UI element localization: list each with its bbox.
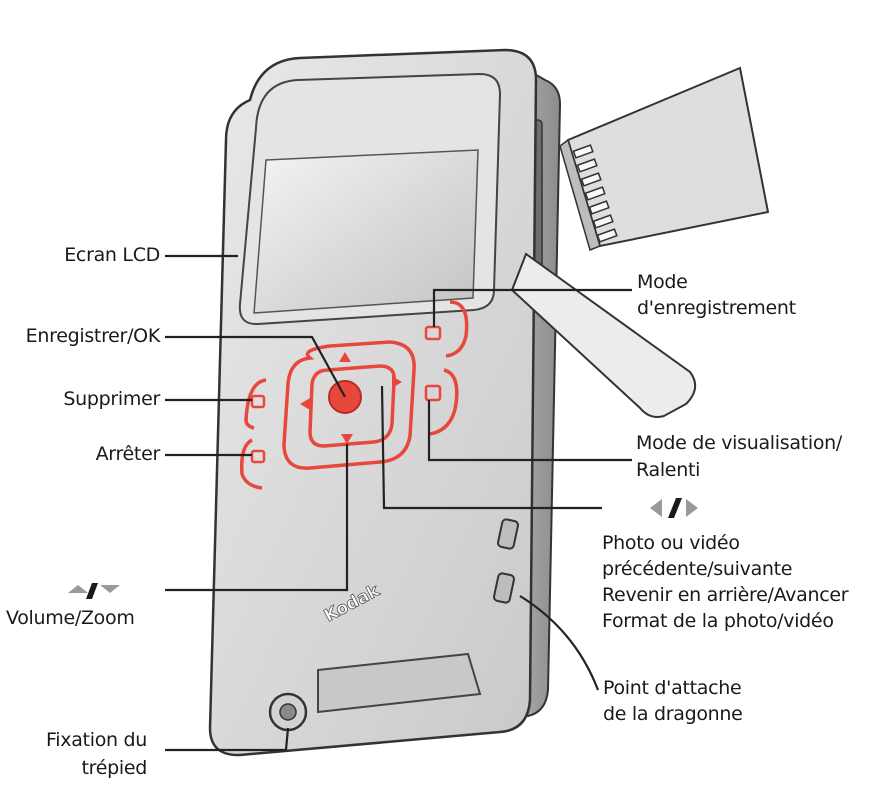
usb-arm bbox=[510, 252, 697, 418]
bottom-panel bbox=[317, 652, 482, 714]
callout-enregistrer bbox=[165, 335, 346, 398]
label-volume-zoom: Volume/Zoom bbox=[6, 607, 135, 629]
sd-card bbox=[559, 66, 770, 252]
nav-up-arrow-icon bbox=[339, 352, 351, 362]
delete-button bbox=[250, 394, 266, 409]
callout-strap bbox=[519, 595, 600, 691]
right-button-bracket-top bbox=[445, 300, 469, 358]
label-point-line2: de la dragonne bbox=[603, 703, 743, 725]
label-revenir: Revenir en arrière/Avancer bbox=[602, 584, 849, 606]
callout-mode-vis bbox=[427, 400, 632, 462]
up-down-triangles-icon bbox=[68, 583, 120, 599]
callout-volume bbox=[165, 444, 349, 592]
label-photo-video-line1: Photo ou vidéo bbox=[602, 532, 740, 554]
left-right-triangles-icon bbox=[650, 498, 698, 518]
label-mode-vis-line1: Mode de visualisation/ bbox=[636, 432, 842, 454]
lcd-screen bbox=[253, 149, 479, 314]
label-format: Format de la photo/vidéo bbox=[602, 610, 834, 632]
left-button-bracket-top bbox=[244, 378, 267, 430]
label-mode-enr-line2: d'enregistrement bbox=[637, 297, 796, 319]
label-ecran-lcd: Ecran LCD bbox=[64, 244, 160, 266]
callout-fixation bbox=[165, 727, 290, 752]
label-mode-enr-line1: Mode bbox=[637, 271, 688, 293]
stop-button bbox=[250, 449, 266, 464]
label-photo-video-line2: précédente/suivante bbox=[602, 558, 793, 580]
label-fixation-line2: trépied bbox=[81, 757, 147, 779]
label-fixation-line1: Fixation du bbox=[46, 729, 147, 751]
strap-point-upper bbox=[497, 518, 519, 550]
nav-pad-outer bbox=[282, 340, 416, 470]
mode-view-button bbox=[424, 384, 442, 402]
label-enregistrer-ok: Enregistrer/OK bbox=[25, 325, 161, 347]
nav-down-arrow-icon bbox=[341, 434, 353, 444]
callout-lines bbox=[165, 254, 632, 752]
callout-nav bbox=[380, 385, 602, 510]
right-button-bracket-bottom bbox=[429, 368, 459, 436]
nav-left-arrow-icon bbox=[300, 398, 310, 410]
label-supprimer: Supprimer bbox=[63, 388, 160, 410]
left-button-bracket-bottom bbox=[239, 438, 263, 490]
control-buttons bbox=[239, 300, 469, 490]
label-mode-vis-line2: Ralenti bbox=[636, 459, 701, 481]
side-buttons bbox=[250, 325, 442, 464]
nav-arrows bbox=[300, 352, 402, 444]
nav-right-arrow-icon bbox=[392, 376, 402, 388]
tripod-socket-inner bbox=[279, 703, 297, 721]
callout-mode-enr bbox=[432, 288, 632, 327]
strap-point-lower bbox=[493, 572, 515, 604]
nav-pad-inner bbox=[308, 364, 396, 448]
label-point-line1: Point d'attache bbox=[603, 677, 742, 699]
label-arreter: Arrêter bbox=[95, 443, 161, 465]
